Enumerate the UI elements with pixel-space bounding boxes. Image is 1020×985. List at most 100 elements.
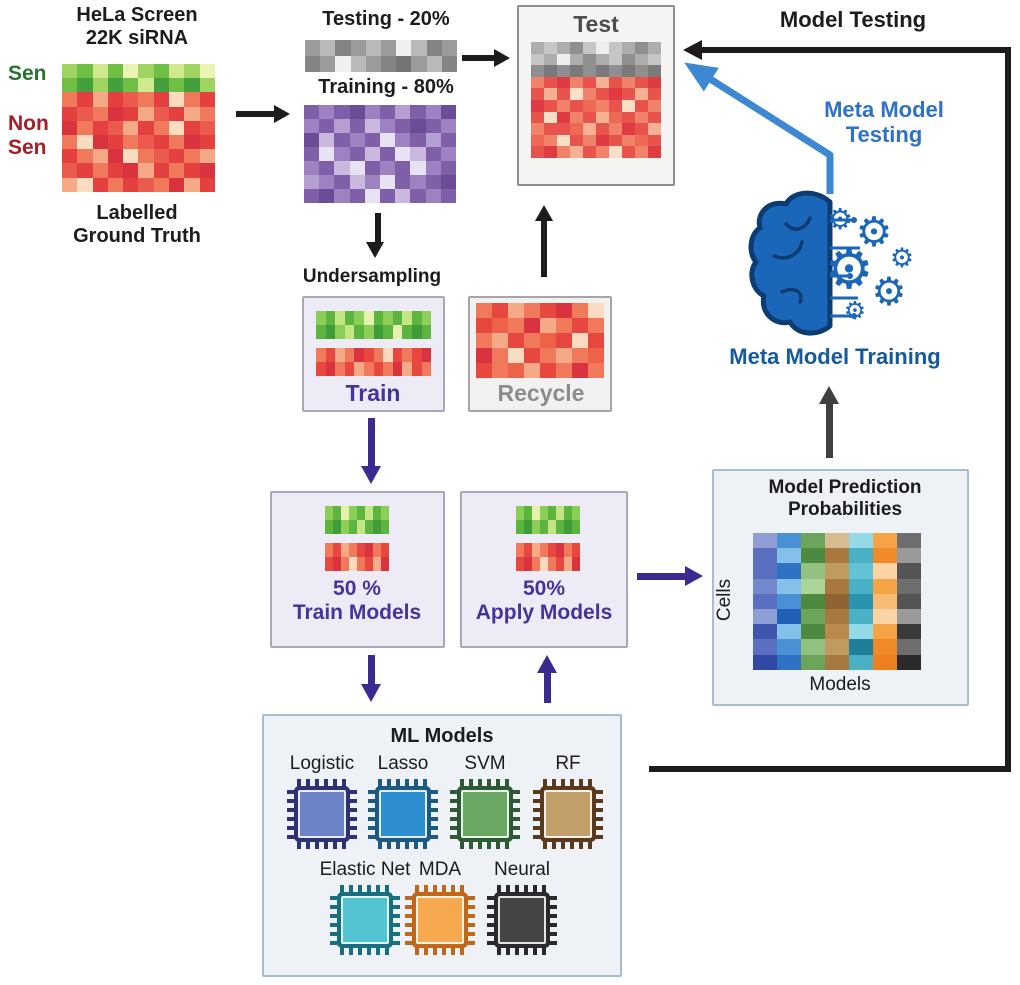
heatmap-cell [583, 65, 596, 77]
heatmap-cell [373, 311, 384, 325]
heatmap-cell [548, 506, 556, 520]
chip-label-lasso: Lasso [377, 753, 429, 774]
heatmap-cell [365, 557, 373, 571]
heatmap-cell [373, 348, 384, 362]
heatmap-cell [402, 325, 412, 339]
heatmap-cell [107, 92, 124, 107]
arrow-gt-to-split-head [274, 105, 290, 123]
chip-icon-elastic-net [330, 885, 400, 955]
heatmap-cell [609, 53, 622, 66]
heatmap-cell [635, 42, 648, 54]
apply-models-line1: 50% [522, 577, 566, 600]
heatmap-cell [544, 99, 557, 112]
heatmap-cell [648, 111, 661, 124]
heatmap-cell [583, 99, 596, 112]
heatmap-cell [350, 56, 366, 72]
heatmap-cell [62, 92, 78, 107]
heatmap-cell [335, 311, 345, 325]
heatmap-cell [596, 123, 609, 135]
arrow-testing-to-test-head [494, 49, 510, 67]
heatmap-cell [557, 99, 570, 112]
heatmap-cell [635, 111, 648, 124]
heatmap-cell [825, 624, 849, 640]
heatmap-cell [199, 177, 215, 192]
heatmap-cell [410, 105, 426, 119]
heatmap-cell [62, 177, 78, 192]
heatmap-cell [92, 120, 108, 135]
heatmap-cell [572, 348, 588, 363]
heatmap-cell [596, 111, 609, 124]
chip-pins [297, 841, 347, 849]
heatmap-cell [395, 161, 411, 175]
heatmap-cell [572, 363, 588, 378]
heatmap-cell [873, 563, 897, 579]
chip-pins [297, 779, 347, 787]
heatmap-cell [570, 42, 583, 54]
heatmap-cell [557, 76, 570, 89]
heatmap-cell [349, 161, 365, 175]
train-models-green-heatmap [325, 506, 389, 534]
heatmap-cell [596, 76, 609, 89]
heatmap-cell [531, 146, 544, 158]
heatmap-cell [363, 362, 374, 376]
heatmap-cell [316, 348, 326, 362]
heatmap-cell [357, 543, 365, 557]
chip-pins [415, 885, 465, 893]
heatmap-cell [153, 149, 170, 164]
chip-pins [340, 947, 390, 955]
heatmap-cell [557, 53, 570, 66]
heatmap-cell [622, 123, 635, 135]
heatmap-cell [440, 147, 456, 161]
heatmap-cell [169, 120, 185, 135]
heatmap-cell [349, 543, 357, 557]
recycle-box-label: Recycle [497, 380, 585, 406]
heatmap-cell [395, 105, 411, 119]
heatmap-cell [333, 557, 341, 571]
heatmap-cell [849, 654, 873, 670]
heatmap-cell [333, 543, 341, 557]
heatmap-cell [801, 533, 825, 549]
heatmap-cell [92, 106, 108, 121]
heatmap-cell [622, 76, 635, 89]
gear-icon-medium-1: ⚙ [855, 208, 893, 255]
arrow-ml-to-applymodels-head [537, 655, 557, 673]
chip-label-logistic: Logistic [289, 753, 355, 774]
heatmap-cell [304, 147, 320, 161]
heatmap-cell [92, 163, 108, 178]
apply-models-label: 50% Apply Models [476, 577, 613, 625]
heatmap-cell [199, 92, 215, 107]
heatmap-cell [622, 146, 635, 158]
arrow-gt-to-split-line [236, 111, 274, 117]
chip-icon-neural [487, 885, 557, 955]
loop-right-line [1005, 47, 1011, 772]
heatmap-cell [364, 119, 380, 133]
training-heatmap [304, 105, 456, 203]
heatmap-cell [753, 639, 777, 655]
heatmap-cell [524, 557, 532, 571]
heatmap-cell [62, 134, 78, 150]
heatmap-cell [77, 78, 93, 93]
heatmap-cell [383, 325, 393, 339]
heatmap-cell [379, 161, 396, 175]
gear-icon-small-2: ⚙ [889, 242, 915, 273]
heatmap-cell [564, 543, 572, 557]
heatmap-cell [381, 543, 389, 557]
heatmap-cell [476, 303, 492, 318]
test-heatmap [531, 42, 661, 158]
heatmap-cell [583, 42, 596, 54]
heatmap-cell [77, 92, 93, 107]
heatmap-cell [392, 362, 403, 376]
heatmap-cell [588, 363, 604, 378]
heatmap-cell [334, 161, 350, 175]
heatmap-cell [123, 163, 139, 178]
heatmap-cell [557, 123, 570, 135]
heatmap-cell [531, 53, 544, 66]
heatmap-cell [556, 318, 572, 333]
heatmap-cell [635, 65, 648, 77]
heatmap-cell [199, 78, 215, 93]
heatmap-cell [596, 99, 609, 112]
heatmap-cell [873, 593, 897, 609]
heatmap-cell [153, 120, 170, 135]
heatmap-cell [410, 161, 426, 175]
heatmap-cell [395, 189, 411, 203]
